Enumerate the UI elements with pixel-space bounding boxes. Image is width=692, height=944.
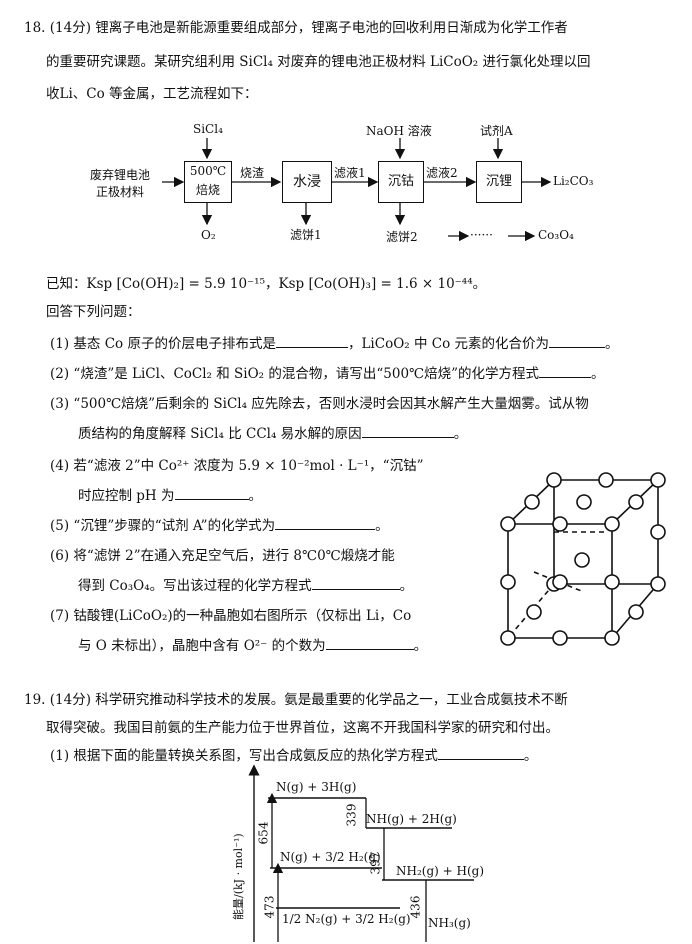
lithium-precip-box: 沉锂 (476, 161, 522, 203)
value-397: 397 (368, 851, 383, 875)
answer-blank-7[interactable] (325, 637, 414, 650)
q19-p1-text-b: 。 (523, 748, 538, 764)
answer-blank-4[interactable] (174, 487, 249, 500)
q19-line1: 19. (14分) 科学研究推动科学技术的发展。氨是最重要的化学品之一，工业合成… (24, 692, 568, 708)
feed-label-2: 正极材料 (96, 185, 145, 199)
q18-part5: (5) “沉锂”步骤的“试剂 A”的化学式为 。 (50, 514, 389, 534)
answer-blank-6[interactable] (311, 577, 400, 590)
q18-part4-line1: (4) 若“滤液 2”中 Co²⁺ 浓度为 5.9 × 10⁻²mol · L⁻… (50, 458, 424, 474)
answer-blank-1b[interactable] (549, 335, 606, 348)
answer-blank-19-1[interactable] (437, 747, 524, 760)
known-ksp: 已知：Ksp [Co(OH)₂] = 5.9 10⁻¹⁵，Ksp [Co(OH)… (46, 276, 487, 292)
roast-temp: 500℃ (189, 164, 227, 178)
cake1-label: 滤饼1 (290, 228, 322, 242)
q18-part1: (1) 基态 Co 原子的价层电子排布式是 ，LiCoO₂ 中 Co 元素的化合价… (50, 332, 619, 352)
q18-p1-text-a: (1) 基态 Co 原子的价层电子排布式是 (50, 336, 276, 352)
q18-p1-text-c: 。 (605, 336, 619, 352)
q18-part4-line2: 时应控制 pH 为 。 (78, 484, 262, 504)
q18-p6-text-c: 。 (399, 578, 414, 594)
q18-part3-line2: 质结构的角度解释 SiCl₄ 比 CCl₄ 易水解的原因 。 (78, 422, 467, 442)
q18-line1: 18. (14分) 锂离子电池是新能源重要组成部分，锂离子电池的回收利用日渐成为… (24, 20, 568, 36)
value-436: 436 (408, 895, 423, 919)
q18-p4-text-b: 时应控制 pH 为 (78, 488, 175, 504)
q18-part2: (2) “烧渣”是 LiCl、CoCl₂ 和 SiO₂ 的混合物，请写出“500… (50, 362, 605, 382)
q18-p1-text-b: ，LiCoO₂ 中 Co 元素的化合价为 (347, 336, 550, 352)
q19-part1: (1) 根据下面的能量转换关系图，写出合成氨反应的热化学方程式 。 (50, 744, 537, 764)
level-nh3: NH₃(g) (428, 916, 471, 930)
roast-box: 500℃ 焙烧 (184, 161, 232, 203)
filtrate1-label: 滤液1 (334, 166, 366, 180)
value-339: 339 (344, 803, 359, 827)
energy-diagram-lines (248, 764, 474, 942)
level-top: N(g) + 3H(g) (276, 780, 357, 794)
q18-p4-text-c: 。 (248, 488, 263, 504)
q18-line2: 的重要研究课题。某研究组利用 SiCl₄ 对废弃的锂电池正极材料 LiCoO₂ … (46, 54, 591, 70)
q18-part3-line1: (3) “500℃焙烧”后剩余的 SiCl₄ 应先除去，否则水浸时会因其水解产生… (50, 396, 589, 412)
cobalt-precip-box: 沉钴 (378, 161, 424, 203)
cake2-label: 滤饼2 (386, 230, 418, 244)
roast-label: 焙烧 (195, 183, 220, 197)
q18-p6-text-b: 得到 Co₃O₄。写出该过程的化学方程式 (78, 578, 312, 594)
slag-label: 烧渣 (240, 166, 265, 180)
answer-blank-3[interactable] (361, 425, 454, 438)
answer-blank-1a[interactable] (275, 335, 348, 348)
filtrate2-label: 滤液2 (426, 166, 458, 180)
li2co3-label: Li₂CO₃ (553, 174, 594, 188)
q18-p5-text-a: (5) “沉锂”步骤的“试剂 A”的化学式为 (50, 518, 276, 534)
q19-p1-text-a: (1) 根据下面的能量转换关系图，写出合成氨反应的热化学方程式 (50, 748, 438, 764)
leach-box: 水浸 (282, 161, 332, 203)
flowchart-arrows (162, 138, 552, 242)
value-473: 473 (262, 895, 277, 919)
q18-p2-text-a: (2) “烧渣”是 LiCl、CoCl₂ 和 SiO₂ 的混合物，请写出“500… (50, 366, 540, 382)
q18-line3: 收Li、Co 等金属，工艺流程如下： (46, 86, 258, 102)
energy-axis-label: 能量/(kJ · mol⁻¹) (232, 833, 245, 920)
level-n2h2: 1/2 N₂(g) + 3/2 H₂(g) (282, 912, 411, 926)
answer-blank-2[interactable] (539, 365, 592, 378)
dots-label: ······ (470, 228, 493, 242)
level-nh2: NH₂(g) + H(g) (396, 864, 485, 878)
answer-intro: 回答下列问题： (46, 304, 141, 320)
q18-p2-text-b: 。 (591, 366, 605, 382)
q18-part6-line1: (6) 将“滤饼 2”在通入充足空气后，进行 8℃0℃煅烧才能 (50, 548, 395, 564)
answer-blank-5[interactable] (275, 517, 376, 530)
q18-p7-text-b: 与 O 未标出），晶胞中含有 O²⁻ 的个数为 (78, 638, 326, 654)
q18-p3-text-b: 质结构的角度解释 SiCl₄ 比 CCl₄ 易水解的原因 (78, 426, 362, 442)
sicl4-label: SiCl₄ (193, 122, 223, 136)
co3o4-label: Co₃O₄ (538, 228, 574, 242)
q18-p7-text-c: 。 (413, 638, 428, 654)
q18-part6-line2: 得到 Co₃O₄。写出该过程的化学方程式 。 (78, 574, 413, 594)
q18-p5-text-b: 。 (375, 518, 389, 534)
reagent-a-label: 试剂A (480, 124, 513, 138)
level-n: N(g) + 3/2 H₂(g) (280, 850, 381, 864)
q18-part7-line1: (7) 钴酸锂(LiCoO₂)的一种晶胞如右图所示（仅标出 Li，Co (50, 608, 412, 624)
o2-label: O₂ (201, 228, 216, 242)
naoh-label: NaOH 溶液 (366, 124, 432, 138)
crystal-cell-figure (500, 472, 666, 646)
q19-line2: 取得突破。我国目前氨的生产能力位于世界首位，这离不开我国科学家的研究和付出。 (46, 720, 559, 736)
q18-part7-line2: 与 O 未标出），晶胞中含有 O²⁻ 的个数为 。 (78, 634, 427, 654)
value-654: 654 (256, 821, 271, 845)
feed-label: 废弃锂电池 (90, 168, 151, 182)
level-nh: NH(g) + 2H(g) (366, 812, 457, 826)
q18-p3-text-c: 。 (453, 426, 468, 442)
